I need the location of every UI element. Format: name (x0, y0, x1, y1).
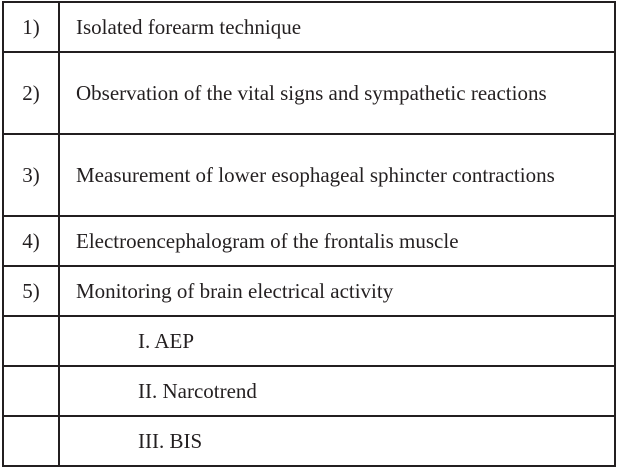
row-subitem-text: II. Narcotrend (58, 365, 616, 417)
row-text: Monitoring of brain electrical activity (58, 265, 616, 317)
row-number (2, 315, 60, 367)
row-number (2, 415, 60, 467)
table-row: I. AEP (2, 315, 616, 367)
row-number: 5) (2, 265, 60, 317)
table-row: 1) Isolated forearm technique (2, 1, 616, 53)
table-row: 4) Electroencephalogram of the frontalis… (2, 215, 616, 267)
row-number (2, 365, 60, 417)
row-text: Isolated forearm technique (58, 1, 616, 53)
row-text: Observation of the vital signs and sympa… (58, 51, 616, 135)
row-subitem-text: I. AEP (58, 315, 616, 367)
row-text: Measurement of lower esophageal sphincte… (58, 133, 616, 217)
table-row: 2) Observation of the vital signs and sy… (2, 51, 616, 135)
row-subitem-text: III. BIS (58, 415, 616, 467)
row-number: 4) (2, 215, 60, 267)
row-number: 1) (2, 1, 60, 53)
row-number: 2) (2, 51, 60, 135)
row-number: 3) (2, 133, 60, 217)
row-text: Electroencephalogram of the frontalis mu… (58, 215, 616, 267)
table-row: III. BIS (2, 415, 616, 467)
table-row: II. Narcotrend (2, 365, 616, 417)
table-row: 5) Monitoring of brain electrical activi… (2, 265, 616, 317)
table-row: 3) Measurement of lower esophageal sphin… (2, 133, 616, 217)
